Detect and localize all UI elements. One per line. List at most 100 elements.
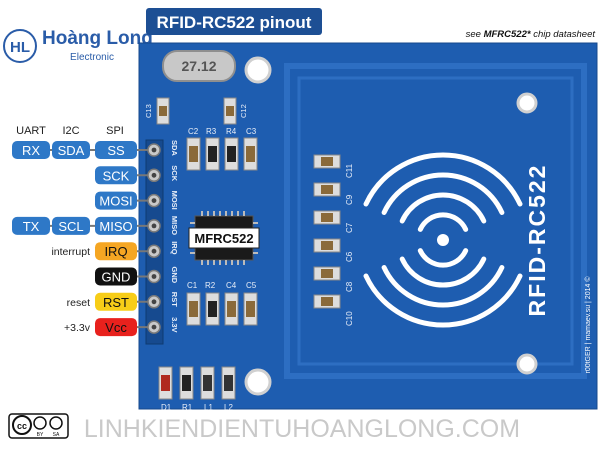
i2c-pin-pill [52, 141, 90, 159]
pin-row: GND [95, 267, 161, 286]
pin-header [145, 139, 164, 345]
c11-label: C11 [345, 163, 354, 178]
uart-pin-label: TX [23, 219, 40, 234]
c1-label: C1 [187, 281, 198, 290]
pin-row: MOSI [95, 191, 161, 210]
crystal-label: 27.12 [181, 58, 216, 74]
pin-hole [151, 147, 157, 153]
pin-miso-pill [95, 216, 137, 235]
pin-row: +3.3v Vcc [64, 318, 161, 337]
silk-label: SCK [170, 165, 179, 181]
antenna-capacitors: C11 C9 C7 C6 C8 C10 [313, 154, 354, 326]
c10-label: C10 [345, 311, 354, 326]
upper-components: C13 C12 C2 R3 R4 C3 [144, 97, 258, 171]
c5-label: C5 [246, 281, 257, 290]
company-logo: HL Hoàng Long Electronic [3, 28, 153, 63]
r3-label: R3 [206, 127, 217, 136]
pin-labels: RX SDA SS SCK MOSI TX SCL MISO interrupt IRQ GND re… [12, 141, 161, 337]
pin-irq-pill [95, 242, 137, 261]
logo-monogram: HL [10, 39, 30, 56]
antenna-inner-trace [297, 76, 574, 366]
column-header-uart: UART [16, 125, 46, 137]
r2-label: R2 [205, 281, 216, 290]
c4-label: C4 [226, 281, 237, 290]
silk-label: IRQ [170, 241, 179, 255]
pin-hole [151, 223, 157, 229]
datasheet-note: see MFRC522* chip datasheet [466, 29, 596, 40]
i2c-pin-label: SDA [58, 143, 85, 158]
antenna-label: RFID-RC522 [524, 164, 550, 317]
silk-label: MOSI [170, 191, 179, 210]
pin-vcc-label: Vcc [105, 320, 127, 335]
r4-label: R4 [226, 127, 237, 136]
uart-pin-pill [12, 216, 50, 235]
uart-pin-label: RX [22, 143, 40, 158]
cc-license-badge: cc BY SA [8, 413, 69, 439]
i2c-pin-pill [52, 216, 90, 235]
c2-label: C2 [188, 127, 199, 136]
c7-label: C7 [345, 222, 354, 233]
pin-row: SCK [95, 166, 161, 185]
r1-label: R1 [182, 403, 193, 412]
vertical-credit: r00tGER | mamaev.su | 2014 © [584, 276, 592, 374]
mounting-hole [516, 92, 538, 114]
crystal-oscillator [162, 50, 236, 82]
mounting-hole [244, 56, 272, 84]
share-alike-icon [49, 416, 63, 430]
page-title: RFID-RC522 pinout [157, 13, 312, 32]
title-banner: RFID-RC522 pinout [146, 8, 322, 35]
pin-miso-label: MISO [99, 219, 132, 234]
pin-ss-pill [95, 141, 137, 159]
pin-mosi-label: MOSI [99, 194, 132, 209]
silk-label: MISO [170, 216, 179, 235]
pin-note: +3.3v [64, 322, 91, 334]
mfrc522-chip: MFRC522 [188, 211, 260, 265]
rfid-wave-icon [363, 152, 523, 328]
pin-rst-pill [95, 292, 137, 311]
c12-label: C12 [239, 104, 248, 118]
pin-hole [151, 172, 157, 178]
c6-label: C6 [345, 251, 354, 262]
silk-label: GND [170, 267, 179, 284]
l1-label: L1 [204, 403, 213, 412]
mounting-hole [244, 368, 272, 396]
pin-vcc-pill [95, 318, 137, 337]
column-header-spi: SPI [106, 125, 124, 137]
column-header-i2c: I2C [62, 125, 79, 137]
pin-hole [151, 324, 157, 330]
c8-label: C8 [345, 281, 354, 292]
pin-hole [151, 274, 157, 279]
pin-ss-label: SS [107, 143, 125, 158]
i2c-pin-label: SCL [58, 219, 83, 234]
pin-row: RX SDA SS [12, 141, 161, 159]
lower-components: C1 R2 C4 C5 D1 R1 L1 L2 [158, 281, 258, 412]
pin-row: TX SCL MISO [12, 216, 161, 235]
silk-label: SDA [170, 140, 179, 156]
silk-label: RST [170, 292, 179, 307]
pin-row: interrupt IRQ [51, 242, 161, 261]
pin-sck-pill [95, 166, 137, 185]
pin-mosi-pill [95, 191, 137, 210]
c13-label: C13 [144, 104, 153, 118]
pin-rst-label: RST [103, 295, 129, 310]
watermark: LINHKIENDIENTUHOANGLONG.COM [84, 415, 520, 443]
antenna-trace [284, 63, 587, 379]
pin-hole [151, 299, 157, 305]
attribution-icon [33, 416, 47, 430]
logo-company-name: Hoàng Long [42, 28, 153, 49]
uart-pin-pill [12, 141, 50, 159]
pin-note: interrupt [51, 246, 90, 258]
pin-silkscreen: SDA SCK MOSI MISO IRQ GND RST 3.3V [170, 140, 179, 333]
by-text: BY [37, 432, 44, 438]
c3-label: C3 [246, 127, 257, 136]
rfid-board: 27.12 C13 C12 C2 R3 R4 C3 SDA SCK MOSI MISO… [138, 42, 598, 412]
pin-hole [151, 248, 157, 254]
logo-subtitle: Electronic [70, 52, 114, 63]
pin-irq-label: IRQ [104, 244, 127, 259]
cc-icon [12, 415, 32, 435]
sa-text: SA [53, 432, 60, 438]
silk-label: 3.3V [170, 317, 179, 332]
pin-sck-label: SCK [103, 168, 130, 183]
chip-label: MFRC522 [194, 231, 253, 246]
